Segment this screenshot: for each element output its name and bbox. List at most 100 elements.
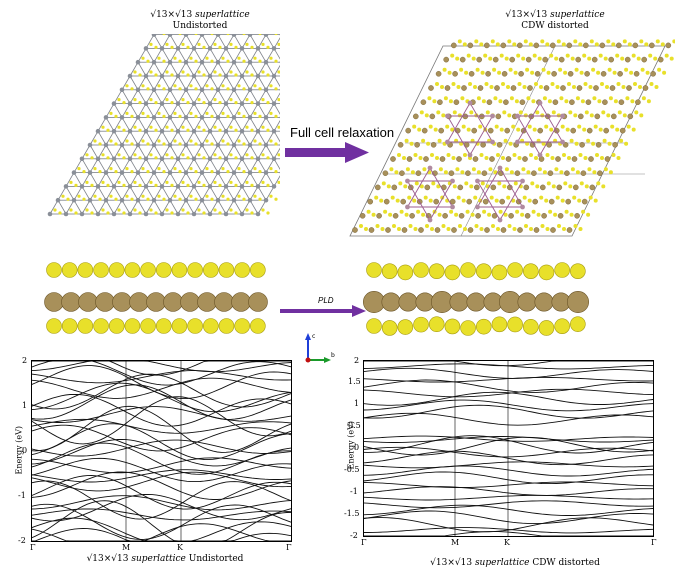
chalcogen-atom [459,67,464,72]
chalcogen-atom [258,34,262,36]
chalcogen-atom [274,87,278,91]
bond [257,144,267,160]
chalcogen-atom [611,153,616,157]
metal-atom [595,142,602,148]
bond [153,199,163,215]
metal-atom [127,184,133,189]
chalcogen-atom [548,209,553,214]
chalcogen-atom [447,70,452,75]
metal-atom [175,73,181,79]
chalcogen-atom [568,184,573,189]
metal-atom [624,56,631,63]
bond [241,61,251,77]
chalcogen-atom [480,181,485,186]
chalcogen-atom [253,84,257,88]
chalcogen-atom [638,85,642,89]
chalcogen-atom [551,184,556,189]
metal-atom [159,128,165,134]
metal-atom [500,227,507,233]
bond [81,158,91,173]
bond [169,34,179,49]
metal-atom [367,198,374,205]
metal-atom [589,184,596,191]
metal-atom [489,156,495,162]
chalcogen-atom [577,198,582,203]
metal-atom [263,87,269,93]
chalcogen-atom [607,67,612,72]
chalcogen-atom [459,141,464,146]
chalcogen-atom [154,183,158,187]
bond [249,144,259,160]
metal-atom [430,142,437,148]
chalcogen-atom [178,170,182,174]
metal-atom [480,142,486,148]
chalcogen-atom [416,209,421,214]
chalcogen-atom [418,156,423,160]
bond [201,34,211,49]
chalcogen-atom [61,194,65,198]
chalcogen-atom [507,39,512,44]
chalcogen-atom [66,197,70,201]
bond [177,186,187,201]
side-atom [444,264,461,281]
chalcogen-atom [218,45,222,49]
y-tick: -2 [18,536,26,545]
chalcogen-atom [622,39,627,44]
chalcogen-atom [130,197,134,201]
bond [257,186,267,201]
chalcogen-atom [242,170,246,174]
chalcogen-atom [653,56,658,61]
metal-atom [143,156,149,162]
metal-atom [167,87,173,93]
chalcogen-atom [146,59,150,63]
chalcogen-atom [501,82,505,86]
y-tick: -1 [350,487,358,496]
chalcogen-atom [173,84,177,88]
chalcogen-atom [146,142,150,146]
side-atom [203,262,219,278]
chalcogen-atom [529,153,533,157]
metal-atom [618,99,625,105]
chalcogen-atom [471,167,476,172]
metal-atom [223,73,229,79]
bond [249,89,259,104]
chalcogen-atom [582,127,587,132]
bond [129,117,139,132]
bond [113,117,123,132]
chalcogen-atom [603,167,608,172]
metal-atom [247,197,253,203]
metal-atom [550,227,556,233]
chalcogen-atom [229,98,233,102]
bond [233,130,243,146]
metal-atom [79,211,85,217]
chalcogen-atom [221,111,225,115]
side-atom [129,292,149,312]
chalcogen-atom [629,70,634,75]
metal-atom [207,73,213,79]
chalcogen-atom [540,113,545,118]
metal-atom [434,227,441,233]
side-atom [77,318,94,334]
metal-atom [352,227,358,233]
chalcogen-atom [437,138,442,143]
bond [233,89,243,104]
chalcogen-atom [404,138,409,143]
chalcogen-atom [403,184,408,189]
bond [121,172,131,187]
band-line [31,528,292,542]
chalcogen-atom [197,153,201,157]
chalcogen-atom [202,45,206,49]
metal-atom [79,184,85,189]
metal-atom [467,227,474,233]
metal-atom [239,46,245,51]
side-atom [570,316,586,332]
chalcogen-atom [534,156,538,160]
metal-atom [516,42,523,49]
chalcogen-atom [468,82,472,86]
chalcogen-atom [114,197,118,201]
bond [217,75,227,91]
chalcogen-atom [577,124,582,129]
metal-atom [263,34,269,37]
chalcogen-atom [226,142,230,146]
metal-atom [552,99,559,105]
